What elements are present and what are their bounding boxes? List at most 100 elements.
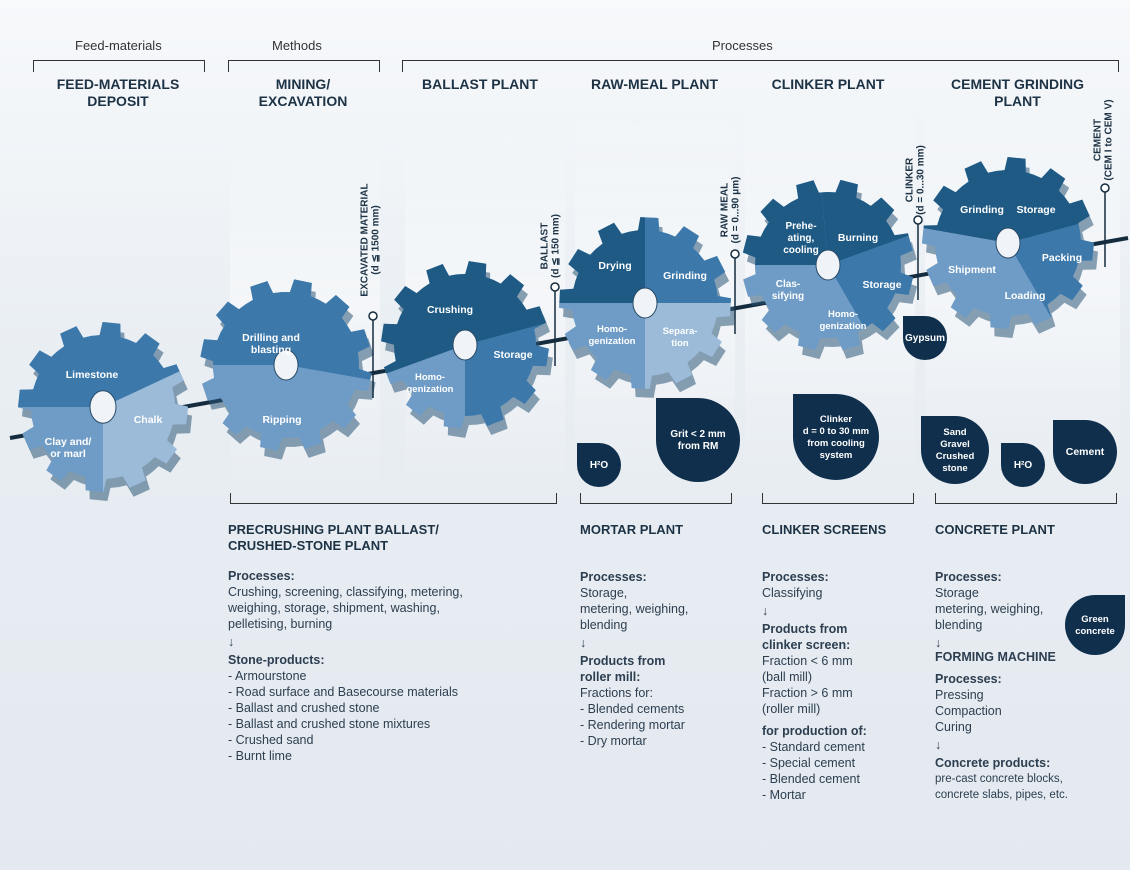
title-mining: MINING/ EXCAVATION	[258, 76, 348, 109]
precrushing-product: - Road surface and Basecourse materials	[228, 685, 458, 699]
bubble-gypsum: Gypsum	[903, 316, 947, 360]
title-raw-meal-plant: RAW-MEAL PLANT	[590, 76, 718, 92]
column-precrushing: PRECRUSHING PLANT BALLAST/ CRUSHED-STONE…	[228, 522, 568, 764]
clinker-production-item: - Mortar	[762, 788, 806, 802]
bracket-methods	[228, 60, 380, 72]
mortar-processes-label: Processes:	[580, 570, 647, 584]
pin-excavated-material: EXCAVATED MATERIAL(d ≦ 1500 mm)	[359, 183, 381, 398]
clinker-screens-processes-label: Processes:	[762, 570, 829, 584]
precrushing-process-line: weighing, storage, shipment, washing,	[228, 601, 440, 615]
gear-sector-packing	[1008, 211, 1094, 329]
label-homogenization-cl: Homo-genization	[820, 309, 867, 332]
station-pins: EXCAVATED MATERIAL(d ≦ 1500 mm) BALLAST(d…	[359, 99, 1114, 398]
label-homogenization-rm: Homo-genization	[589, 324, 636, 347]
down-arrow-icon: ↓	[762, 604, 769, 618]
gear-sector-clay	[18, 407, 103, 492]
title-feed-materials-deposit: FEED-MATERIALS DEPOSIT	[56, 76, 180, 109]
label-limestone: Limestone	[66, 369, 119, 381]
gear-sector-limestone	[18, 322, 188, 407]
gear-sector-preheating	[742, 179, 828, 265]
title-cement-grinding-plant: CEMENT GRINDING PLANT	[951, 76, 1084, 109]
mortar-fractions-label: Fractions for:	[580, 686, 653, 700]
clinker-production-label: for production of:	[762, 724, 867, 738]
mortar-products-label: roller mill:	[580, 670, 641, 684]
label-preheating: Prehe-ating,cooling	[783, 221, 819, 256]
label-classifying: Clas-sifying	[772, 279, 804, 302]
label-storage-clinker: Storage	[862, 279, 901, 291]
mortar-product: - Rendering mortar	[580, 718, 685, 732]
pin-clinker-label: CLINKER(d = 0...30 mm)	[904, 145, 926, 215]
bracket-precrushing	[230, 493, 557, 504]
clinker-screens-process-line: Classifying	[762, 586, 823, 600]
bubble-h2o-mortar-text: H²O	[590, 460, 609, 471]
bubble-h2o-concrete-text: H²O	[1014, 460, 1033, 471]
header-methods: Methods	[272, 38, 322, 53]
label-chalk: Chalk	[134, 414, 163, 426]
down-arrow-icon: ↓	[228, 635, 235, 649]
concrete-product: pre-cast concrete blocks,	[935, 773, 1063, 785]
pin-cement: CEMENT(CEM I to CEM V)	[1092, 99, 1114, 267]
precrushing-process-line: pelletising, burning	[228, 617, 333, 631]
gear-sector-loading	[948, 243, 1068, 329]
precrushing-product: - Ballast and crushed stone	[228, 701, 380, 715]
bracket-clinker-screens	[762, 493, 914, 504]
label-storage-cem: Storage	[1016, 204, 1055, 216]
concrete-processes-label: Processes:	[935, 570, 1002, 584]
clinker-production-item: - Standard cement	[762, 740, 865, 754]
pin-raw-meal: RAW MEAL(d = 0...90 μm)	[719, 177, 741, 334]
clinker-fraction: Fraction > 6 mm	[762, 686, 853, 700]
precrushing-process-line: Crushing, screening, classifying, meteri…	[228, 585, 463, 599]
title-ballast-plant: BALLAST PLANT	[422, 76, 538, 92]
bubble-gypsum-text: Gypsum	[905, 333, 945, 344]
header-processes: Processes	[712, 38, 773, 53]
mortar-product: - Dry mortar	[580, 734, 647, 748]
gear-sector-storage-clinker	[828, 224, 914, 351]
label-burning: Burning	[838, 232, 878, 244]
down-arrow-icon: ↓	[580, 636, 587, 650]
forming-process: Compaction	[935, 704, 1002, 718]
mortar-title: MORTAR PLANT	[580, 522, 684, 537]
label-grinding: Grinding	[663, 270, 707, 282]
down-arrow-icon: ↓	[935, 738, 942, 752]
gear-sector-chalk	[103, 356, 188, 492]
clinker-screens-title: CLINKER SCREENS	[762, 522, 887, 537]
clinker-screens-products-label: Products from	[762, 622, 848, 636]
mortar-process-line: metering, weighing,	[580, 602, 689, 616]
forming-processes-label: Processes:	[935, 672, 1002, 686]
label-grinding-cem: Grinding	[960, 204, 1004, 216]
mortar-products-label: Products from	[580, 654, 666, 668]
label-separation: Separa-tion	[663, 326, 698, 349]
forming-machine-label: FORMING MACHINE	[935, 650, 1056, 664]
clinker-fraction: (roller mill)	[762, 702, 821, 716]
bubble-h2o-mortar: H²O	[577, 443, 621, 487]
concrete-products-label: Concrete products:	[935, 756, 1051, 770]
label-drying: Drying	[598, 260, 631, 272]
precrushing-products-label: Stone-products:	[228, 653, 325, 667]
precrushing-product: - Ballast and crushed stone mixtures	[228, 717, 431, 731]
gear-sector-homogenization	[381, 345, 465, 429]
concrete-process-line: metering, weighing,	[935, 602, 1044, 616]
label-storage-ballast: Storage	[493, 349, 532, 361]
clinker-fraction: (ball mill)	[762, 670, 812, 684]
label-crushing: Crushing	[427, 304, 473, 316]
down-arrow-icon: ↓	[935, 636, 942, 650]
mortar-process-line: Storage,	[580, 586, 628, 600]
label-homogenization-ballast: Homo-genization	[407, 372, 454, 395]
label-ripping: Ripping	[262, 414, 301, 426]
pin-raw-meal-label: RAW MEAL(d = 0...90 μm)	[719, 177, 741, 244]
pin-ballast: BALLAST(d ≦ 150 mm)	[539, 214, 561, 366]
gear-sector-ripping	[200, 365, 372, 451]
clinker-fraction: Fraction < 6 mm	[762, 654, 853, 668]
precrushing-product: - Burnt lime	[228, 749, 292, 763]
column-concrete: CONCRETE PLANT Processes: Storage meteri…	[935, 522, 1125, 803]
precrushing-processes-label: Processes:	[228, 569, 295, 583]
